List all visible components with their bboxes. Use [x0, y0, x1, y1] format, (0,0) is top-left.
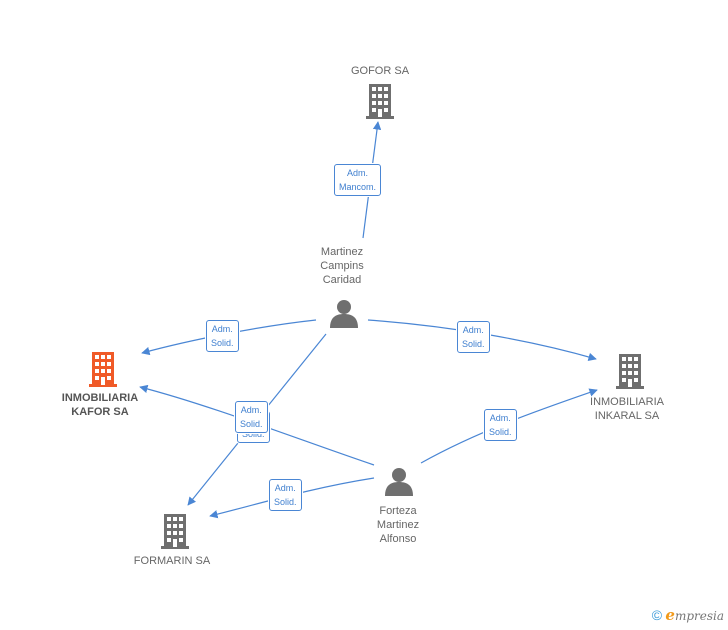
inkaral-building-icon[interactable]: [616, 354, 644, 389]
edge-label-forteza-formarin: Adm. Solid.: [269, 479, 302, 511]
kafor-building-icon[interactable]: [89, 352, 117, 387]
edge-label-martinez-inkaral: Adm. Solid.: [457, 321, 490, 353]
node-label-forteza[interactable]: Forteza Martinez Alfonso: [376, 505, 420, 545]
edge-label-martinez-kafor: Adm. Solid.: [206, 320, 239, 352]
copyright-icon: ©: [651, 607, 663, 623]
node-label-formarin[interactable]: FORMARIN SA: [133, 555, 211, 567]
edge-label-forteza-inkaral: Adm. Solid.: [484, 409, 517, 441]
gofor-building-icon[interactable]: [366, 84, 394, 119]
node-label-kafor[interactable]: INMOBILIARIA KAFOR SA: [61, 392, 139, 418]
brand-logo-word: mpresia: [674, 609, 724, 623]
formarin-building-icon[interactable]: [161, 514, 189, 549]
forteza-person-icon[interactable]: [385, 468, 413, 496]
brand-logo-initial: e: [665, 606, 675, 624]
brand-watermark: © empresia: [652, 606, 724, 624]
node-label-inkaral[interactable]: INMOBILIARIA INKARAL SA: [590, 396, 664, 422]
edge-label-forteza-kafor: Adm. Solid.: [235, 401, 268, 433]
martinez-person-icon[interactable]: [330, 300, 358, 328]
node-label-gofor[interactable]: GOFOR SA: [350, 65, 410, 77]
node-label-martinez[interactable]: Martinez Campins Caridad: [320, 246, 364, 286]
edge-label-martinez-gofor: Adm. Mancom.: [334, 164, 382, 196]
